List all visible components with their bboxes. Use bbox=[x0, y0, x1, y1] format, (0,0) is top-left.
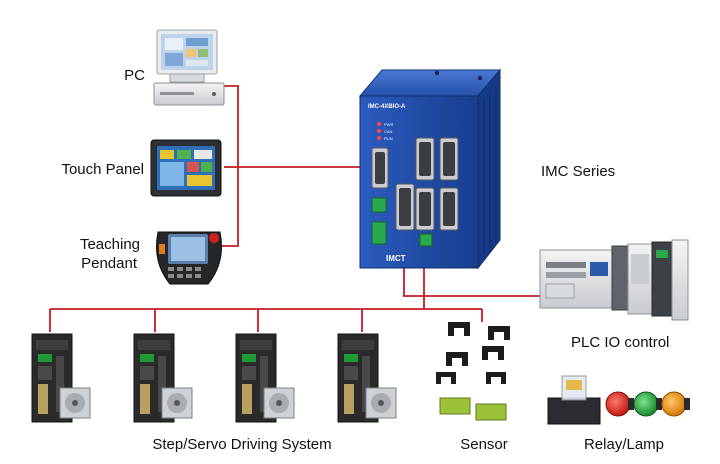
motor-icon bbox=[59, 387, 91, 419]
drive-system-label: Step/Servo Driving System bbox=[152, 436, 331, 453]
sensor-label: Sensor bbox=[460, 436, 508, 453]
servo-drive-4 bbox=[337, 333, 397, 423]
controller-led-can: CAN bbox=[384, 129, 393, 134]
imc-series-label: IMC Series bbox=[541, 163, 615, 180]
touch-panel-label: Touch Panel bbox=[61, 161, 144, 178]
servo-drive-2 bbox=[133, 333, 193, 423]
plc-label: PLC IO control bbox=[571, 334, 669, 351]
controller-brand-text: IMCT bbox=[386, 254, 406, 263]
touch-panel-icon bbox=[150, 139, 222, 197]
controller-led-pwr: PWR bbox=[384, 122, 393, 127]
pendant-label: Pendant bbox=[81, 255, 138, 272]
relay-label: Relay/Lamp bbox=[584, 436, 664, 453]
lamp-icon bbox=[605, 391, 690, 417]
sensor-icon bbox=[436, 322, 510, 421]
controller-icon bbox=[358, 68, 502, 270]
plc-icon bbox=[539, 239, 689, 321]
motor-icon bbox=[263, 387, 295, 419]
controller-model-text: IMC-4XBIO-A bbox=[368, 104, 406, 110]
controller-led-run: RUN bbox=[384, 136, 393, 141]
teaching-pendant-icon bbox=[156, 231, 222, 285]
servo-drive-1 bbox=[31, 333, 91, 423]
teaching-label: Teaching bbox=[80, 236, 140, 253]
motor-icon bbox=[161, 387, 193, 419]
pc-label: PC bbox=[124, 67, 145, 84]
motor-icon bbox=[365, 387, 397, 419]
hmi-bus-wire bbox=[220, 85, 239, 247]
relay-icon bbox=[547, 375, 601, 425]
servo-drive-3 bbox=[235, 333, 295, 423]
pc-icon bbox=[153, 29, 225, 106]
